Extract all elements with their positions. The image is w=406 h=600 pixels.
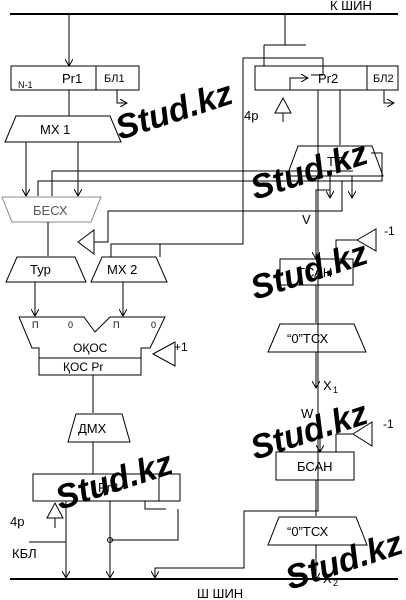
kos-pr-label: ҚОС Pr xyxy=(63,360,103,374)
wire-mx2-in xyxy=(110,243,161,257)
wire-minus1-a xyxy=(335,239,357,259)
demux-dmx xyxy=(67,413,131,443)
pr2-label: Pr2 xyxy=(318,71,338,86)
tur-label: Тур xyxy=(30,262,51,277)
mx2-label: МХ 2 xyxy=(107,262,137,277)
minus1-a-label: -1 xyxy=(384,224,395,238)
wire-tt-feedback xyxy=(51,170,353,196)
wire-minus1-b xyxy=(335,433,353,452)
pr3-label: Pr3 xyxy=(98,480,118,495)
pr1-label: Pr1 xyxy=(62,71,82,86)
register-pr3 xyxy=(32,473,181,502)
zero-check-b xyxy=(267,516,368,546)
increment-triangle xyxy=(151,341,176,367)
w-label: W xyxy=(301,406,314,421)
top-bus-label: К ШИН xyxy=(330,0,372,13)
bottom-bus-label: Ш ШИН xyxy=(197,586,243,600)
wire-pr3-loop xyxy=(110,509,179,541)
dmx-label: ДМХ xyxy=(78,421,107,436)
bsan-label: БСАН xyxy=(297,459,333,474)
pr1-sub-label: N-1 xyxy=(18,80,33,90)
register-pr1 xyxy=(10,65,140,91)
decrement-triangle-a xyxy=(356,228,377,252)
zero-check-a xyxy=(267,323,367,353)
watermark-text: Stud.kz xyxy=(111,74,238,148)
block-tur xyxy=(5,256,87,283)
okos-label: ОҚОС xyxy=(73,341,108,355)
wire-pr2-to-mx2 xyxy=(160,57,324,245)
alu-p1-label: П xyxy=(32,320,38,330)
plus1-label: +1 xyxy=(174,340,188,354)
junction-dot xyxy=(107,537,113,543)
wire-pr2-to-bus xyxy=(155,90,319,578)
watermark-layer: Stud.kz Stud.kz Stud.kz Stud.kz Stud.kz … xyxy=(51,74,406,598)
besx-label: БЕСХ xyxy=(33,203,68,218)
mux-mx2 xyxy=(90,256,168,283)
wire-bl1-out xyxy=(116,90,127,103)
counter-bsan xyxy=(275,451,355,481)
alu-z2-label: 0 xyxy=(151,320,156,330)
wire-pr2-feedback xyxy=(37,152,383,196)
mx1-label: МХ 1 xyxy=(40,122,70,137)
control-triangle-right xyxy=(274,96,292,114)
x1-label: X xyxy=(323,378,332,393)
p4-right-label: 4p xyxy=(244,108,258,123)
bl1-label: БЛ1 xyxy=(104,73,125,85)
p4-left-label: 4p xyxy=(10,514,24,529)
alu-p2-label: П xyxy=(113,320,119,330)
decrement-triangle-b xyxy=(352,421,373,447)
alu-z1-label: 0 xyxy=(68,320,73,330)
buffer-triangle xyxy=(77,229,95,255)
register-pr2 xyxy=(254,65,399,91)
kbl-label: КБЛ xyxy=(12,546,37,561)
wire-buffer-in xyxy=(94,181,343,243)
mux-besx xyxy=(1,196,102,223)
bl2-label: БЛ2 xyxy=(373,73,394,85)
tt-label: ТТ xyxy=(327,154,343,169)
wire-pr3-out xyxy=(144,501,166,510)
block-tt xyxy=(286,145,384,177)
tsx-b-label: “0”ТСХ xyxy=(287,524,328,539)
v-label: V xyxy=(302,212,311,227)
minus1-b-label: -1 xyxy=(383,417,394,431)
mux-mx1 xyxy=(4,115,122,143)
alu-okos xyxy=(18,316,166,376)
x2-subscript: 2 xyxy=(333,578,338,588)
x1-subscript: 1 xyxy=(333,385,338,395)
wire-bl2-out xyxy=(383,90,394,103)
wire-pr2-internal xyxy=(289,78,308,90)
tsan-label: ТСАН xyxy=(297,265,332,280)
x2-label: X xyxy=(323,571,332,586)
tsx-a-label: “0”ТСХ xyxy=(287,331,328,346)
